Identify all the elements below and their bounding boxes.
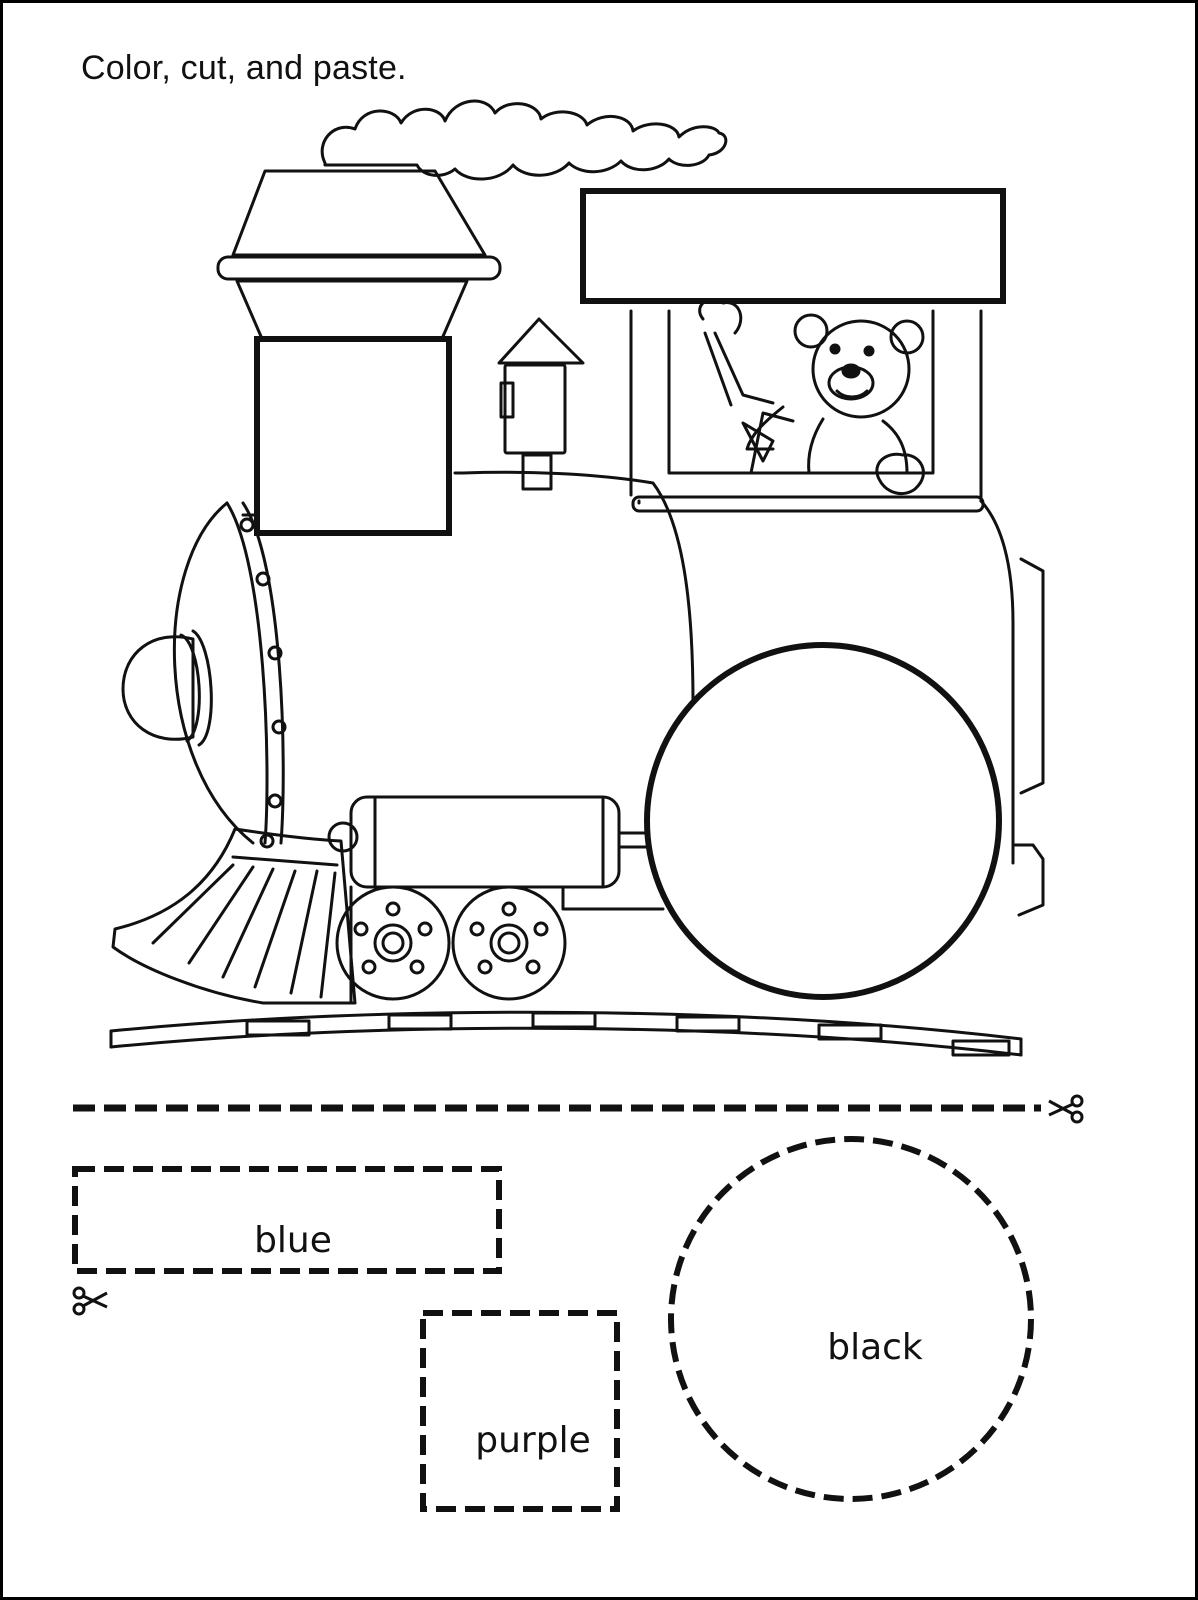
cylinder <box>327 795 663 889</box>
sand-dome <box>497 317 585 365</box>
square-color-label: purple <box>475 1420 591 1461</box>
smokestack-band <box>216 255 502 281</box>
smokebox-rivets <box>239 517 287 849</box>
front-wheel-1 <box>335 885 451 1001</box>
smokebox-square-target <box>254 336 452 536</box>
rail-track <box>109 1010 1023 1057</box>
cab-roof-target <box>580 188 1006 304</box>
boiler-body <box>461 470 695 827</box>
smokestack-top <box>231 169 487 257</box>
scissors-icon <box>1048 1094 1084 1124</box>
headlamp <box>121 629 213 747</box>
smokebox <box>172 501 255 845</box>
cab-roof-band <box>631 495 985 513</box>
scissors-icon <box>72 1286 108 1316</box>
cab-wall <box>629 309 983 505</box>
cab-window <box>667 309 935 475</box>
cutout-square <box>420 1310 620 1512</box>
cutout-circle <box>668 1136 1034 1502</box>
instruction-text: Color, cut, and paste. <box>81 49 407 87</box>
big-wheel-target <box>644 642 1002 1000</box>
cutout-rectangle <box>72 1166 502 1274</box>
circle-color-label: black <box>827 1327 923 1368</box>
rectangle-color-label: blue <box>254 1220 332 1261</box>
train-illustration <box>72 99 1084 1512</box>
cowcatcher <box>111 827 357 1005</box>
smoke-cloud <box>320 99 728 181</box>
front-wheel-2 <box>451 885 567 1001</box>
smokestack-lower <box>235 279 469 343</box>
teddy-bear <box>698 298 925 496</box>
